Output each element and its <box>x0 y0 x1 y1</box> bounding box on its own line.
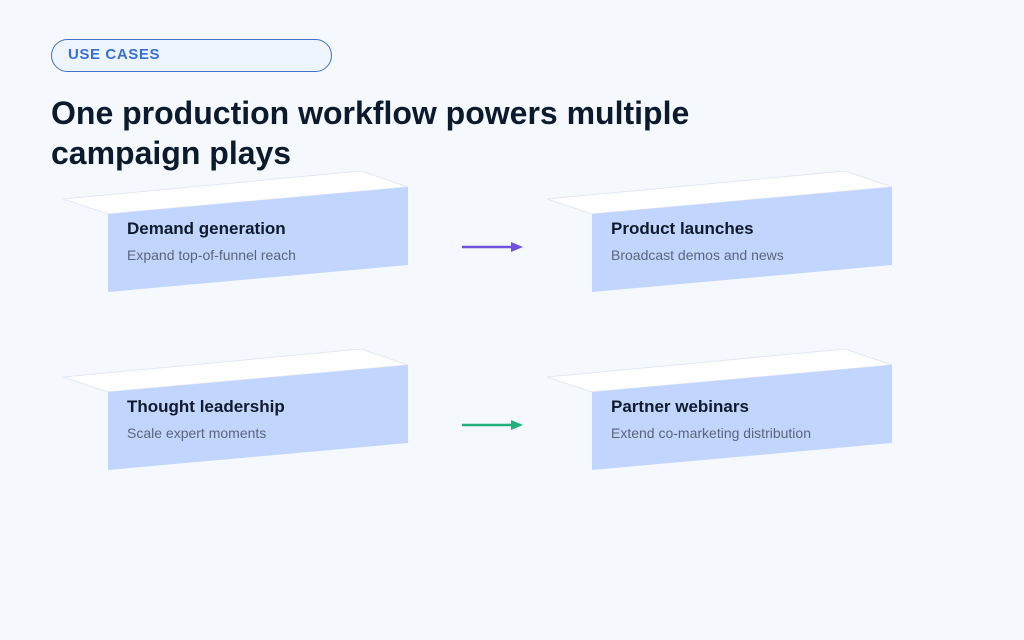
use-case-card-partner-webinars: Partner webinars Extend co-marketing dis… <box>547 349 892 471</box>
card-subtitle: Extend co-marketing distribution <box>611 425 811 441</box>
arrow-right-icon <box>462 242 523 252</box>
use-case-card-demand-generation: Demand generation Expand top-of-funnel r… <box>63 171 408 293</box>
use-case-card-product-launches: Product launches Broadcast demos and new… <box>547 171 892 293</box>
card-shape <box>63 171 408 292</box>
section-badge: USE CASES <box>51 39 332 72</box>
card-subtitle: Scale expert moments <box>127 425 267 441</box>
card-shape <box>63 349 408 470</box>
card-title: Product launches <box>611 219 754 238</box>
card-title: Thought leadership <box>127 397 285 416</box>
arrow-right-icon <box>462 420 523 430</box>
card-subtitle: Broadcast demos and news <box>611 247 784 263</box>
card-title: Partner webinars <box>611 397 749 416</box>
card-subtitle: Expand top-of-funnel reach <box>127 247 296 263</box>
use-case-card-thought-leadership: Thought leadership Scale expert moments <box>63 349 408 471</box>
page-title: One production workflow powers multiple … <box>51 95 690 171</box>
card-title: Demand generation <box>127 219 286 238</box>
card-shape <box>547 349 892 470</box>
card-shape <box>547 171 892 292</box>
